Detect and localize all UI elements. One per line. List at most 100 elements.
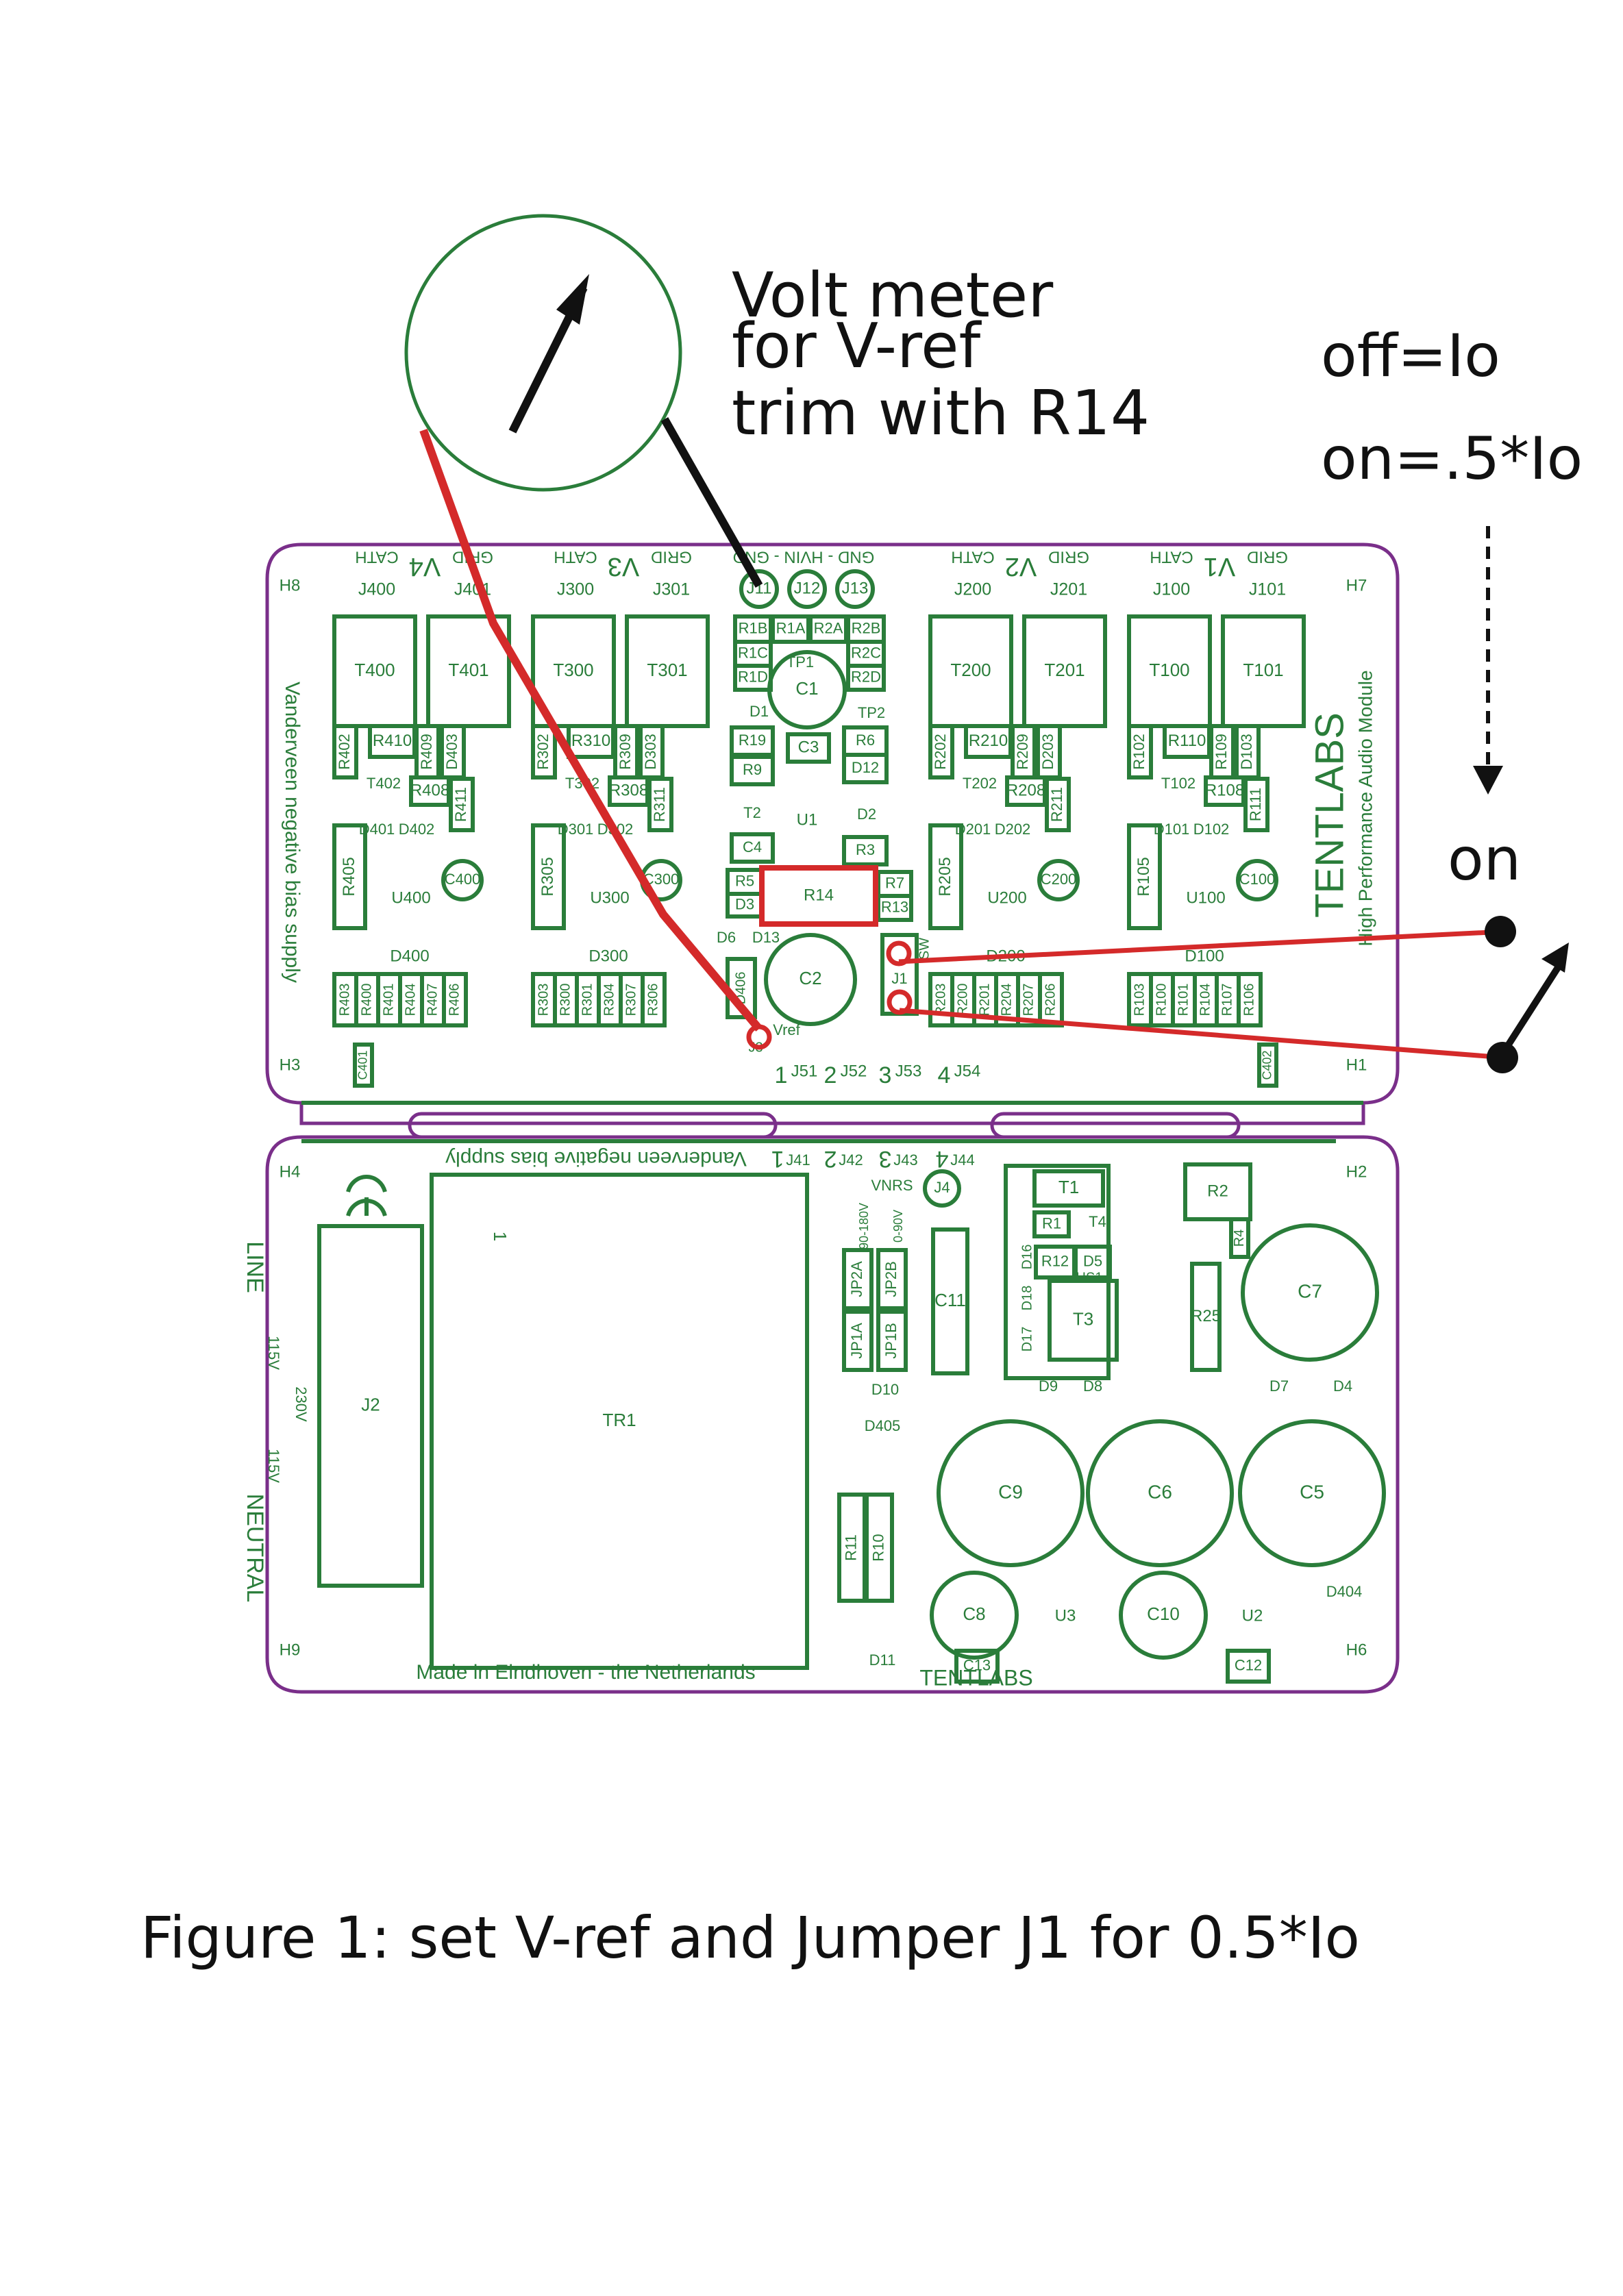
r14-highlight xyxy=(759,865,878,927)
resistor-r205-label: R205 xyxy=(936,857,954,896)
cap-c10-label: C10 xyxy=(1147,1604,1180,1624)
resistor-r403-label: R403 xyxy=(337,984,352,1016)
connector-j13 xyxy=(835,569,875,609)
resistor-r4 xyxy=(1229,1217,1250,1259)
resistor-r1a-label: R1A xyxy=(776,619,806,636)
diode-d12 xyxy=(842,753,889,784)
diode-d17: D17 xyxy=(1019,1327,1034,1352)
resistor-r111 xyxy=(1243,777,1269,832)
hole-h4: H4 xyxy=(280,1162,301,1181)
diode-d300: D300 xyxy=(589,947,628,965)
resistor-r400-label: R400 xyxy=(359,984,374,1016)
jumper-jp1a xyxy=(842,1310,874,1372)
connector-j44: J44 xyxy=(950,1151,974,1169)
resistor-r108-label: R108 xyxy=(1205,781,1244,799)
trimmer-r14: R14 xyxy=(804,886,834,904)
resistor-r308-label: R308 xyxy=(609,781,648,799)
diode-d102: D102 xyxy=(1193,821,1230,838)
connector-j12-label: J12 xyxy=(794,579,821,597)
transformer-tr1 xyxy=(430,1173,809,1670)
cap-c200-label: C200 xyxy=(1041,871,1077,888)
cap-c4-label: C4 xyxy=(743,838,762,856)
jumper-jp1b xyxy=(876,1310,908,1372)
resistor-r106 xyxy=(1237,972,1263,1027)
resistor-r206-label: R206 xyxy=(1043,984,1058,1016)
resistor-r203-label: R203 xyxy=(933,984,948,1016)
line-label: LINE xyxy=(242,1241,268,1293)
resistor-r410-label: R410 xyxy=(373,732,412,750)
resistor-r307-label: R307 xyxy=(623,984,639,1016)
cath-label: CATH xyxy=(554,548,597,566)
cap-c12-label: C12 xyxy=(1235,1656,1262,1673)
cap-c401-label: C401 xyxy=(356,1050,369,1080)
resistor-r6-label: R6 xyxy=(856,732,875,749)
resistor-r405-label: R405 xyxy=(340,857,358,896)
diode-d6: D6 xyxy=(717,929,736,946)
diode-d2: D2 xyxy=(857,806,876,823)
ic-u200: U200 xyxy=(987,888,1026,907)
top-board-outline xyxy=(265,542,1400,1125)
cap-c6 xyxy=(1086,1419,1234,1567)
resistor-r401-label: R401 xyxy=(381,984,396,1016)
diode-d13: D13 xyxy=(752,929,780,946)
figure-caption: Figure 1: set V-ref and Jumper J1 for 0.… xyxy=(140,1904,1360,1971)
resistor-r310-label: R310 xyxy=(571,732,610,750)
resistor-r408-label: R408 xyxy=(410,781,449,799)
resistor-r407-label: R407 xyxy=(425,984,440,1016)
mirrored-pin-3: 3 xyxy=(879,1146,892,1172)
ic-u1: U1 xyxy=(797,810,818,829)
cap-c7-label: C7 xyxy=(1298,1280,1322,1301)
testpoint-tp1: TP1 xyxy=(786,653,814,671)
grid-label: GRID xyxy=(651,548,692,566)
resistor-r311-label: R311 xyxy=(651,787,668,822)
resistor-r1c-label: R1C xyxy=(738,644,768,661)
resistor-r110-label: R110 xyxy=(1168,732,1206,750)
cath-label: CATH xyxy=(951,548,995,566)
resistor-r13-label: R13 xyxy=(881,898,908,915)
resistor-r111-label: R111 xyxy=(1247,788,1264,821)
transistor-t4: T4 xyxy=(1089,1213,1106,1230)
transistor-t200-label: T200 xyxy=(950,660,991,680)
cap-c3-label: C3 xyxy=(798,738,819,756)
diode-d103-label: D103 xyxy=(1238,734,1255,770)
mirrored-title: Vanderveen negative bias supply xyxy=(445,1147,747,1170)
switch-lever-icon xyxy=(1504,957,1567,1049)
cap-c9-label: C9 xyxy=(998,1481,1023,1502)
connector-j2 xyxy=(317,1224,424,1588)
transistor-t201-label: T201 xyxy=(1044,660,1085,680)
transistor-t301-label: T301 xyxy=(647,660,687,680)
hole-h2: H2 xyxy=(1346,1162,1367,1181)
tap-115v-2: 115V xyxy=(265,1449,282,1483)
transistor-t400-label: T400 xyxy=(354,660,395,680)
range-90-180v: 90-180V xyxy=(857,1203,871,1249)
resistor-r12-label: R12 xyxy=(1041,1252,1069,1269)
transistor-t402: T402 xyxy=(367,775,401,792)
switch-wire-2 xyxy=(899,1008,1505,1060)
resistor-r202-label: R202 xyxy=(932,734,949,770)
cap-c2-label: C2 xyxy=(799,968,821,988)
resistor-r302 xyxy=(531,724,557,779)
resistor-r208-label: R208 xyxy=(1006,781,1045,799)
transistor-t300-label: T300 xyxy=(553,660,593,680)
resistor-r10-label: R10 xyxy=(869,1534,887,1561)
cath-label: CATH xyxy=(355,548,399,566)
resistor-r10 xyxy=(865,1493,894,1603)
connector-j101: J101 xyxy=(1249,580,1286,599)
cap-c2 xyxy=(764,933,857,1026)
connector-j12 xyxy=(787,569,827,609)
resistor-r404-label: R404 xyxy=(403,984,418,1016)
diode-d404: D404 xyxy=(1326,1583,1363,1600)
hole-h1: H1 xyxy=(1346,1056,1367,1074)
ic-u300: U300 xyxy=(590,888,629,907)
mirrored-pin-1: 1 xyxy=(771,1146,784,1172)
connector-j11 xyxy=(739,569,779,609)
transistor-t3 xyxy=(1048,1279,1119,1362)
neutral-label: NEUTRAL xyxy=(242,1494,268,1603)
j1-pin-sw xyxy=(886,940,912,966)
transistor-t101-label: T101 xyxy=(1243,660,1283,680)
